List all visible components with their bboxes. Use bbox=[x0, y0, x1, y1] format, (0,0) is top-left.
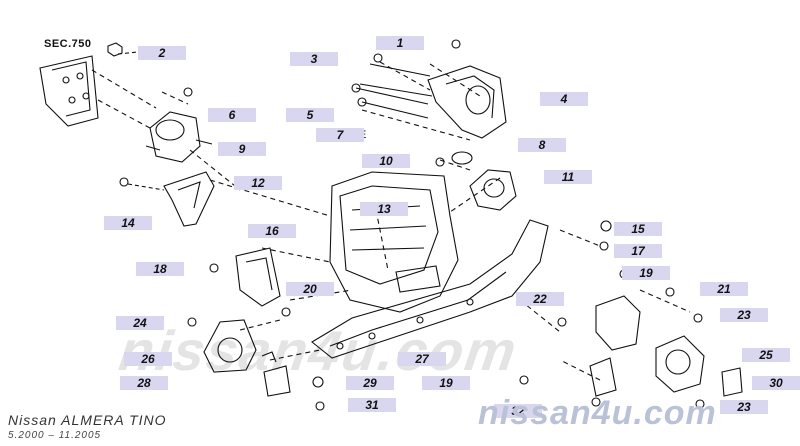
callout-2[interactable]: 2 bbox=[138, 46, 186, 60]
callout-28[interactable]: 28 bbox=[120, 376, 168, 390]
section-reference: SEC.750 bbox=[44, 38, 92, 50]
callout-26[interactable]: 26 bbox=[124, 352, 172, 366]
mount-insulator-9 bbox=[145, 87, 213, 163]
callout-16[interactable]: 16 bbox=[248, 224, 296, 238]
callout-10[interactable]: 10 bbox=[362, 154, 410, 168]
upper-mount-4 bbox=[359, 39, 507, 139]
callout-13[interactable]: 13 bbox=[360, 202, 408, 216]
site-watermark: nissan4u.com bbox=[478, 394, 717, 432]
callout-9[interactable]: 9 bbox=[218, 142, 266, 156]
callout-14[interactable]: 14 bbox=[104, 216, 152, 230]
callout-23-upper[interactable]: 23 bbox=[720, 308, 768, 322]
callout-5[interactable]: 5 bbox=[286, 108, 334, 122]
footer-dates: 5.2000 – 11.2005 bbox=[8, 430, 102, 441]
callout-32[interactable]: 32 bbox=[494, 404, 542, 418]
mount-insulator-26 bbox=[187, 317, 257, 373]
leader-lines bbox=[91, 61, 691, 381]
engine-block bbox=[329, 171, 459, 313]
callout-11[interactable]: 11 bbox=[544, 170, 592, 184]
callout-3[interactable]: 3 bbox=[290, 52, 338, 66]
callout-7[interactable]: 7 bbox=[316, 128, 364, 142]
mount-bracket-12 bbox=[119, 171, 215, 227]
callout-12[interactable]: 12 bbox=[234, 176, 282, 190]
callout-18[interactable]: 18 bbox=[136, 262, 184, 276]
long-bolts-5-7 bbox=[351, 83, 429, 119]
sec750-bracket bbox=[39, 55, 99, 127]
callout-22[interactable]: 22 bbox=[516, 292, 564, 306]
callout-15[interactable]: 15 bbox=[614, 222, 662, 236]
callout-29[interactable]: 29 bbox=[346, 376, 394, 390]
callout-23-lower[interactable]: 23 bbox=[720, 400, 768, 414]
callout-17[interactable]: 17 bbox=[614, 244, 662, 258]
callout-24[interactable]: 24 bbox=[116, 316, 164, 330]
callout-25[interactable]: 25 bbox=[742, 348, 790, 362]
right-mount-group bbox=[519, 220, 743, 409]
callout-30[interactable]: 30 bbox=[752, 376, 800, 390]
callout-19-upper[interactable]: 19 bbox=[622, 266, 670, 280]
callout-1[interactable]: 1 bbox=[376, 36, 424, 50]
callout-8[interactable]: 8 bbox=[518, 138, 566, 152]
mount-11 bbox=[435, 151, 517, 211]
footer-model: Nissan ALMERA TINO bbox=[8, 412, 167, 428]
callout-31[interactable]: 31 bbox=[348, 398, 396, 412]
bolt-2 bbox=[107, 42, 139, 57]
callout-19-lower[interactable]: 19 bbox=[422, 376, 470, 390]
callout-6[interactable]: 6 bbox=[208, 108, 256, 122]
mount-bracket-16 bbox=[209, 247, 291, 317]
callout-4[interactable]: 4 bbox=[540, 92, 588, 106]
callout-21[interactable]: 21 bbox=[700, 282, 748, 296]
callout-20[interactable]: 20 bbox=[286, 282, 334, 296]
mount-lower-28 bbox=[261, 351, 325, 411]
callout-27[interactable]: 27 bbox=[398, 352, 446, 366]
center-member-27 bbox=[311, 219, 549, 359]
